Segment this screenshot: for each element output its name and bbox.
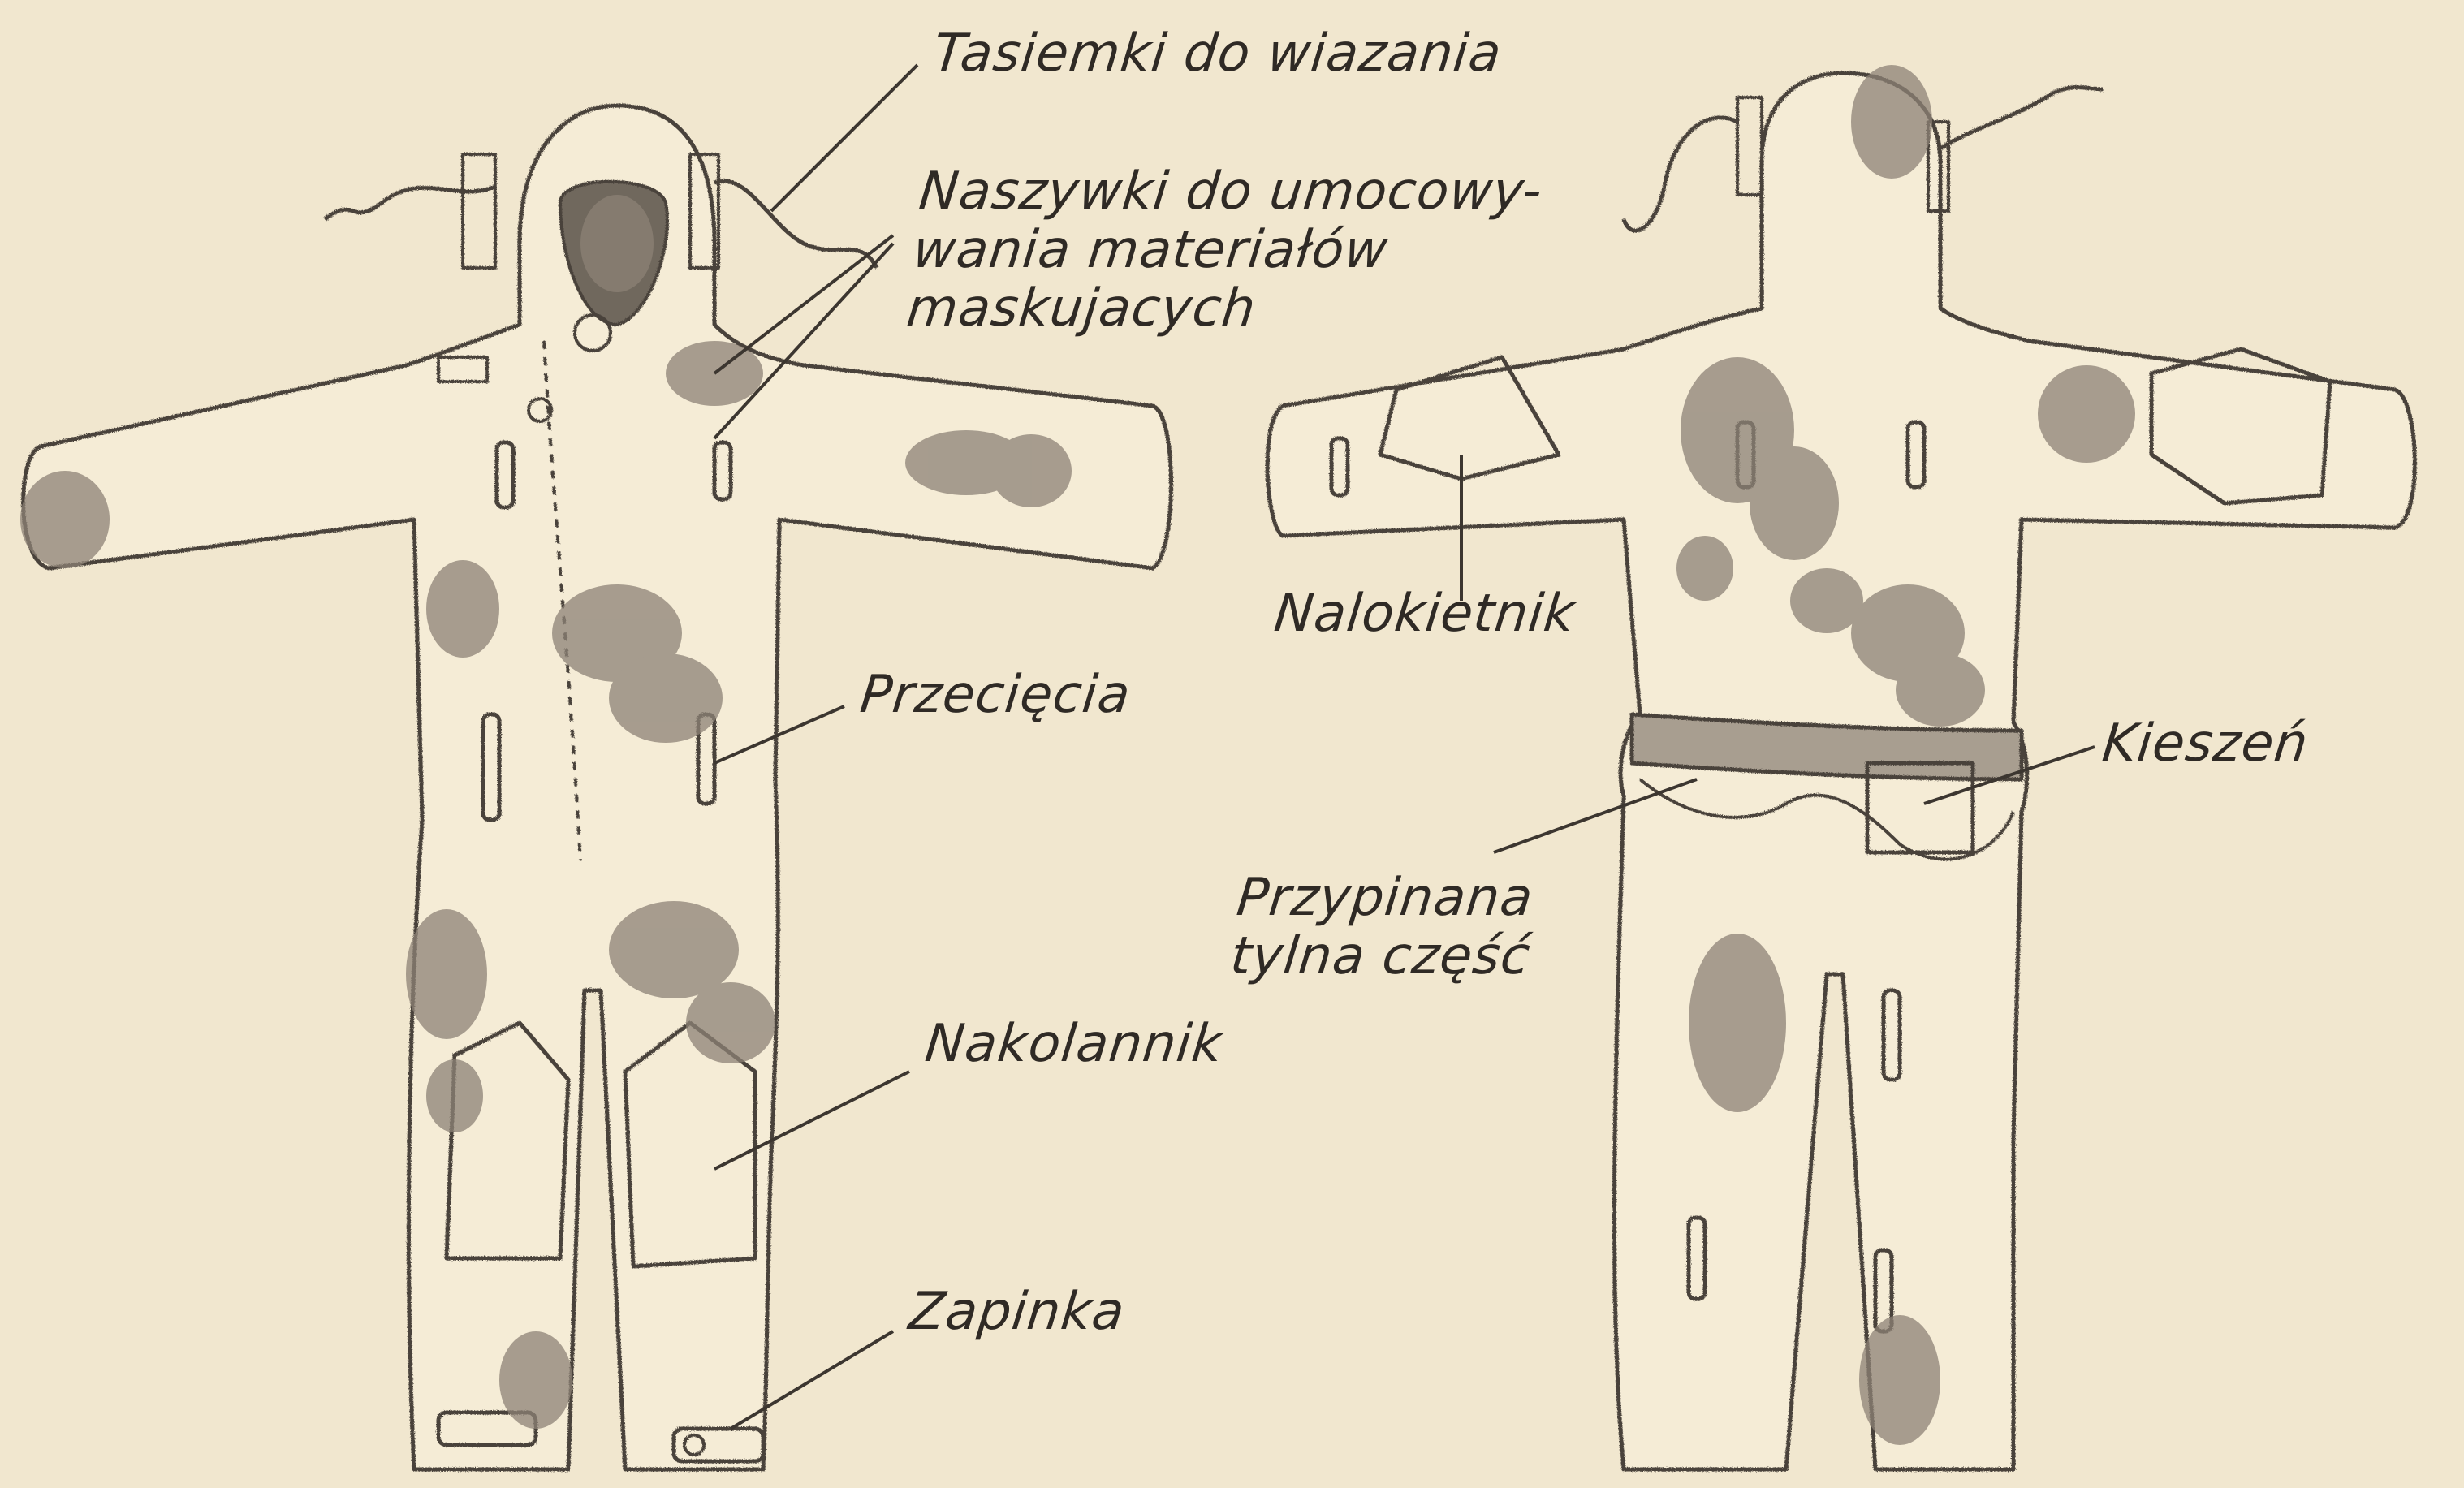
label-nalokietnik-text: Nalokietnik xyxy=(1271,584,1578,644)
label-tasiemki: Tasiemki do wiazania xyxy=(930,24,1504,83)
label-naszywki-line-2: wania materiałów xyxy=(910,221,1539,279)
label-nalokietnik: Nalokietnik xyxy=(1271,584,1577,643)
label-kieszen-text: Kieszeń xyxy=(2099,714,2311,774)
back-tie-right xyxy=(1932,88,2103,155)
front-tie-right xyxy=(714,181,877,268)
label-przypinana-line-1: Przypinana xyxy=(1234,869,1539,927)
label-kieszen: Kieszeń xyxy=(2099,714,2311,773)
front-tie-left xyxy=(325,187,495,219)
label-przeciecia: Przecięcia xyxy=(857,666,1133,724)
label-naszywki: Naszywki do umocowy- wania materiałów ma… xyxy=(904,162,1546,338)
label-zapinka-text: Zapinka xyxy=(906,1282,1128,1342)
label-zapinka: Zapinka xyxy=(906,1283,1128,1341)
label-tasiemki-text: Tasiemki do wiazania xyxy=(930,24,1504,84)
label-przypinana-line-2: tylna część xyxy=(1228,927,1533,986)
back-tie-left xyxy=(1624,118,1737,231)
label-przypinana: Przypinana tylna część xyxy=(1228,869,1539,986)
label-naszywki-line-3: maskujacych xyxy=(904,279,1534,338)
label-naszywki-line-1: Naszywki do umocowy- xyxy=(917,162,1546,221)
label-nakolannik: Nakolannik xyxy=(922,1015,1226,1073)
label-nakolannik-text: Nakolannik xyxy=(922,1014,1226,1074)
label-przeciecia-text: Przecięcia xyxy=(857,665,1133,725)
